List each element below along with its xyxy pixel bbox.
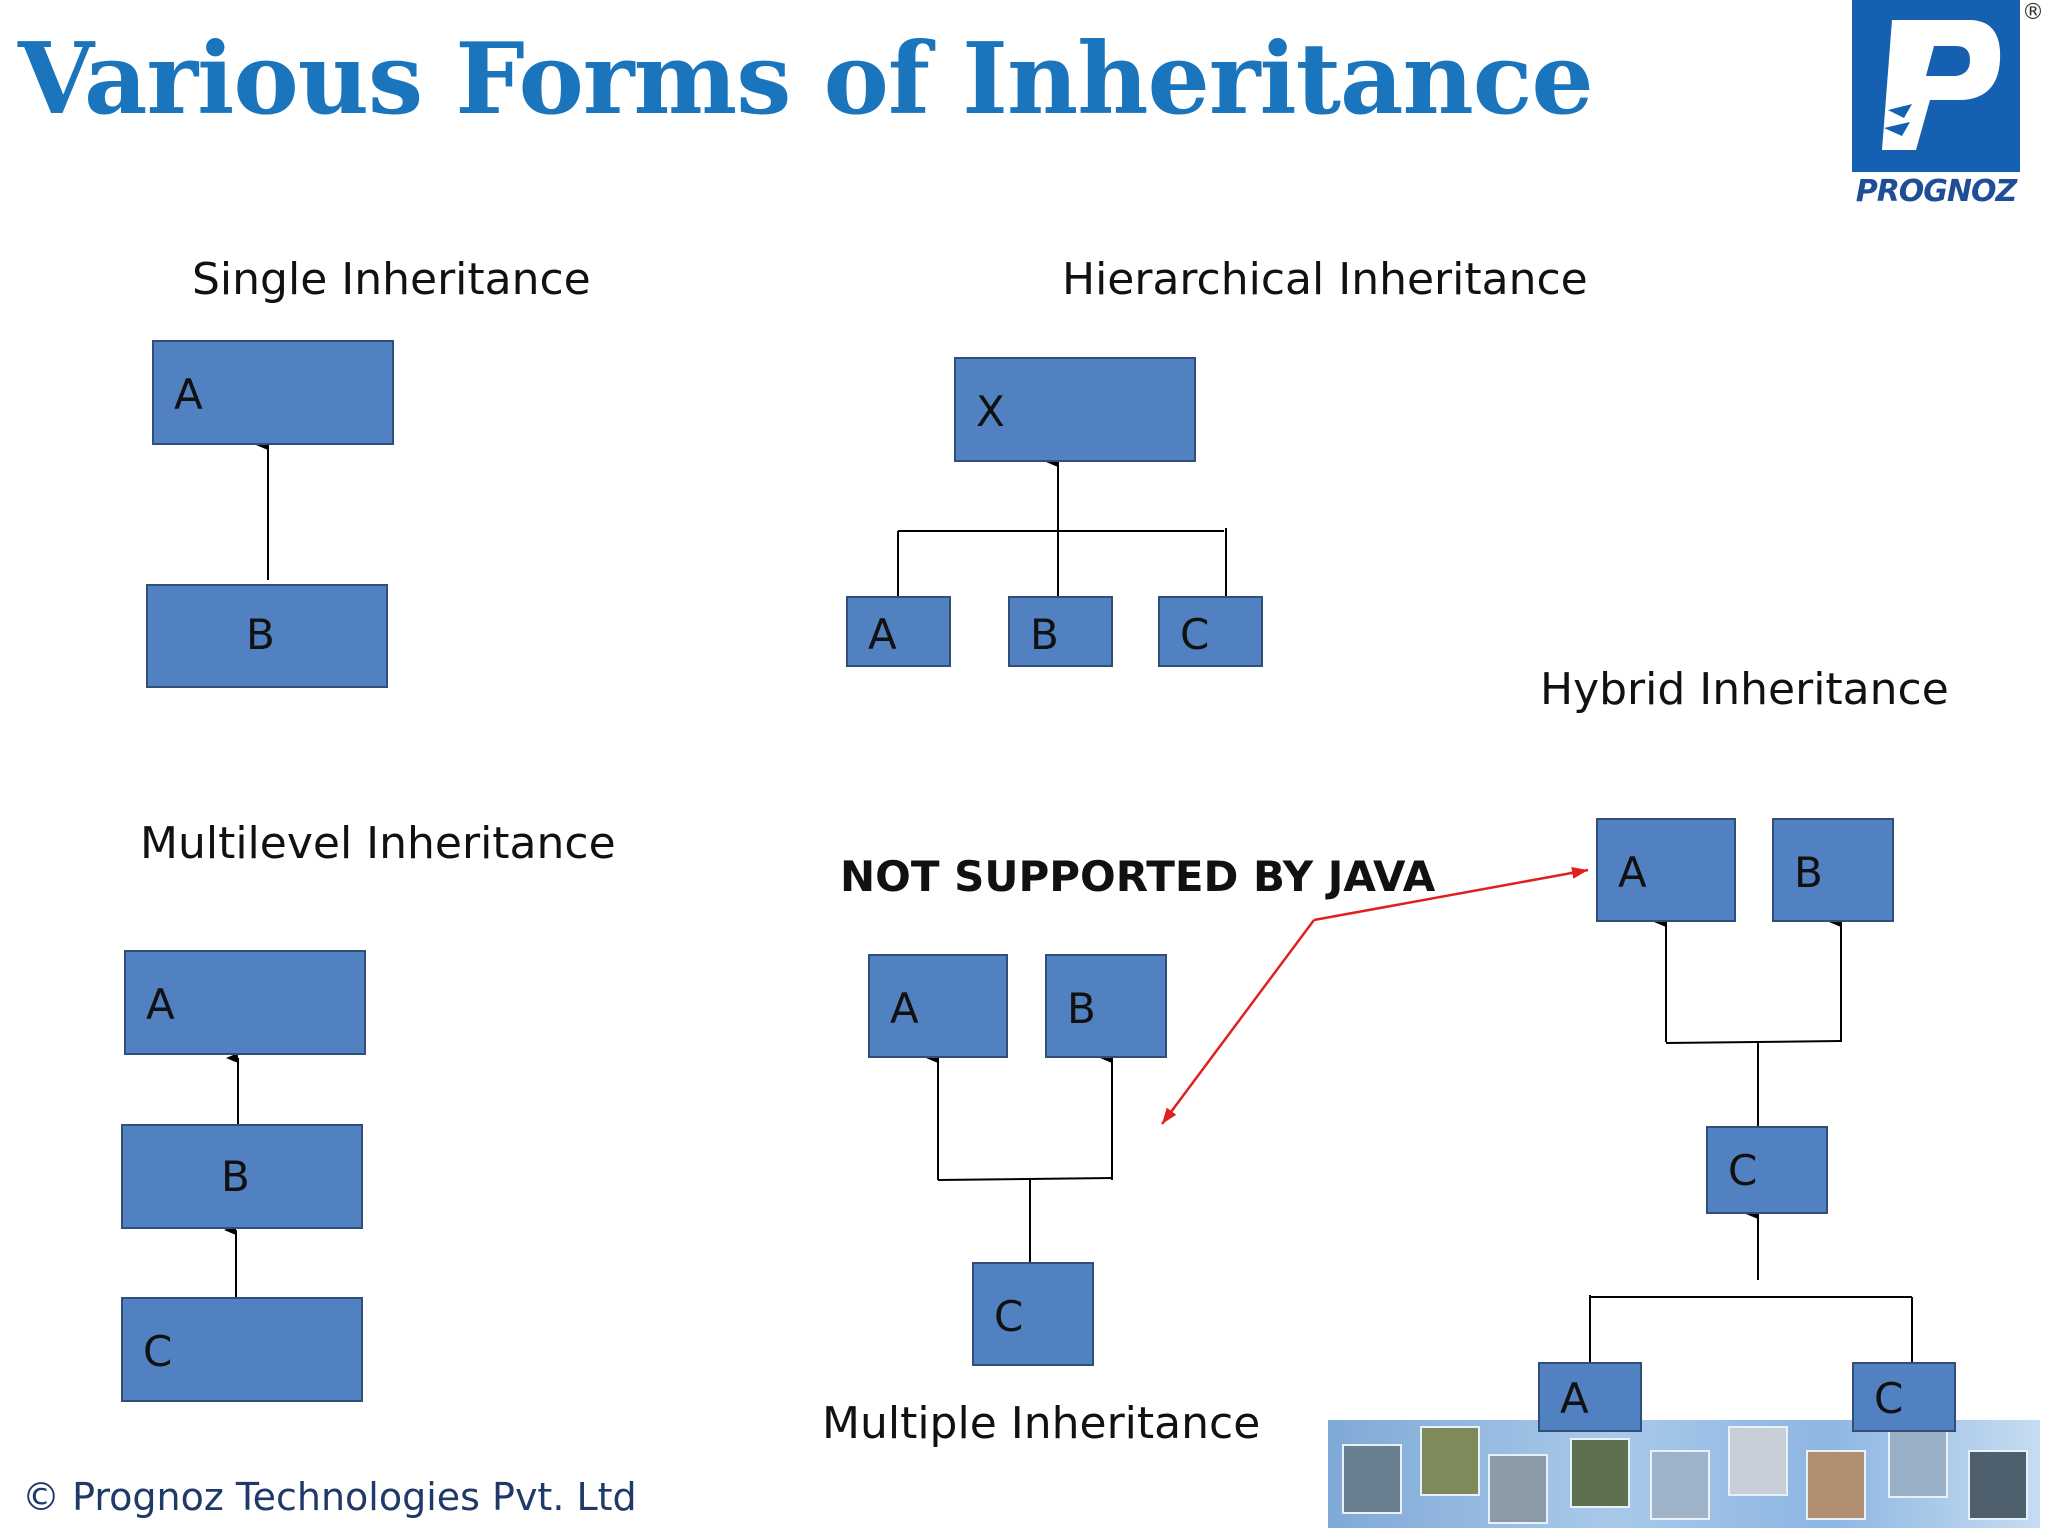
photo-thumbnail <box>1728 1426 1788 1496</box>
multiple-box-a: A <box>868 954 1008 1058</box>
hybrid-box-a-bottom: A <box>1538 1362 1642 1432</box>
photo-thumbnail <box>1488 1454 1548 1524</box>
photo-thumbnail <box>1888 1428 1948 1498</box>
logo-p-icon <box>1852 0 2020 172</box>
hierarchical-box-b: B <box>1008 596 1113 667</box>
copyright-footer: © Prognoz Technologies Pvt. Ltd <box>22 1475 637 1519</box>
company-logo: PROGNOZ <box>1852 0 2020 212</box>
multilevel-inheritance-heading: Multilevel Inheritance <box>140 818 616 869</box>
photo-thumbnail <box>1420 1426 1480 1496</box>
multiple-inheritance-heading: Multiple Inheritance <box>822 1398 1261 1449</box>
multiple-box-b: B <box>1045 954 1167 1058</box>
single-inheritance-heading: Single Inheritance <box>192 254 591 305</box>
single-box-b: B <box>146 584 388 688</box>
photo-thumbnail <box>1650 1450 1710 1520</box>
hierarchical-box-a: A <box>846 596 951 667</box>
photo-thumbnail <box>1968 1450 2028 1520</box>
photo-thumbnail <box>1570 1438 1630 1508</box>
single-box-a: A <box>152 340 394 445</box>
photo-thumbnail <box>1806 1450 1866 1520</box>
multilevel-box-a: A <box>124 950 366 1055</box>
hybrid-inheritance-heading: Hybrid Inheritance <box>1540 664 1949 715</box>
logo-wordmark: PROGNOZ <box>1855 174 2018 209</box>
hierarchical-box-x: X <box>954 357 1196 462</box>
multilevel-box-b: B <box>121 1124 363 1229</box>
hybrid-box-c-bottom: C <box>1852 1362 1956 1432</box>
registered-mark: ® <box>2022 0 2044 25</box>
not-supported-note: NOT SUPPORTED BY JAVA <box>840 852 1436 901</box>
photo-thumbnail <box>1342 1444 1402 1514</box>
multiple-box-c: C <box>972 1262 1094 1366</box>
multilevel-box-c: C <box>121 1297 363 1402</box>
photo-strip <box>1328 1420 2040 1528</box>
hybrid-box-b: B <box>1772 818 1894 922</box>
hierarchical-inheritance-heading: Hierarchical Inheritance <box>1062 254 1588 305</box>
hybrid-box-a: A <box>1596 818 1736 922</box>
hierarchical-box-c: C <box>1158 596 1263 667</box>
hybrid-box-c-middle: C <box>1706 1126 1828 1214</box>
page-title: Various Forms of Inheritance <box>18 22 1594 137</box>
